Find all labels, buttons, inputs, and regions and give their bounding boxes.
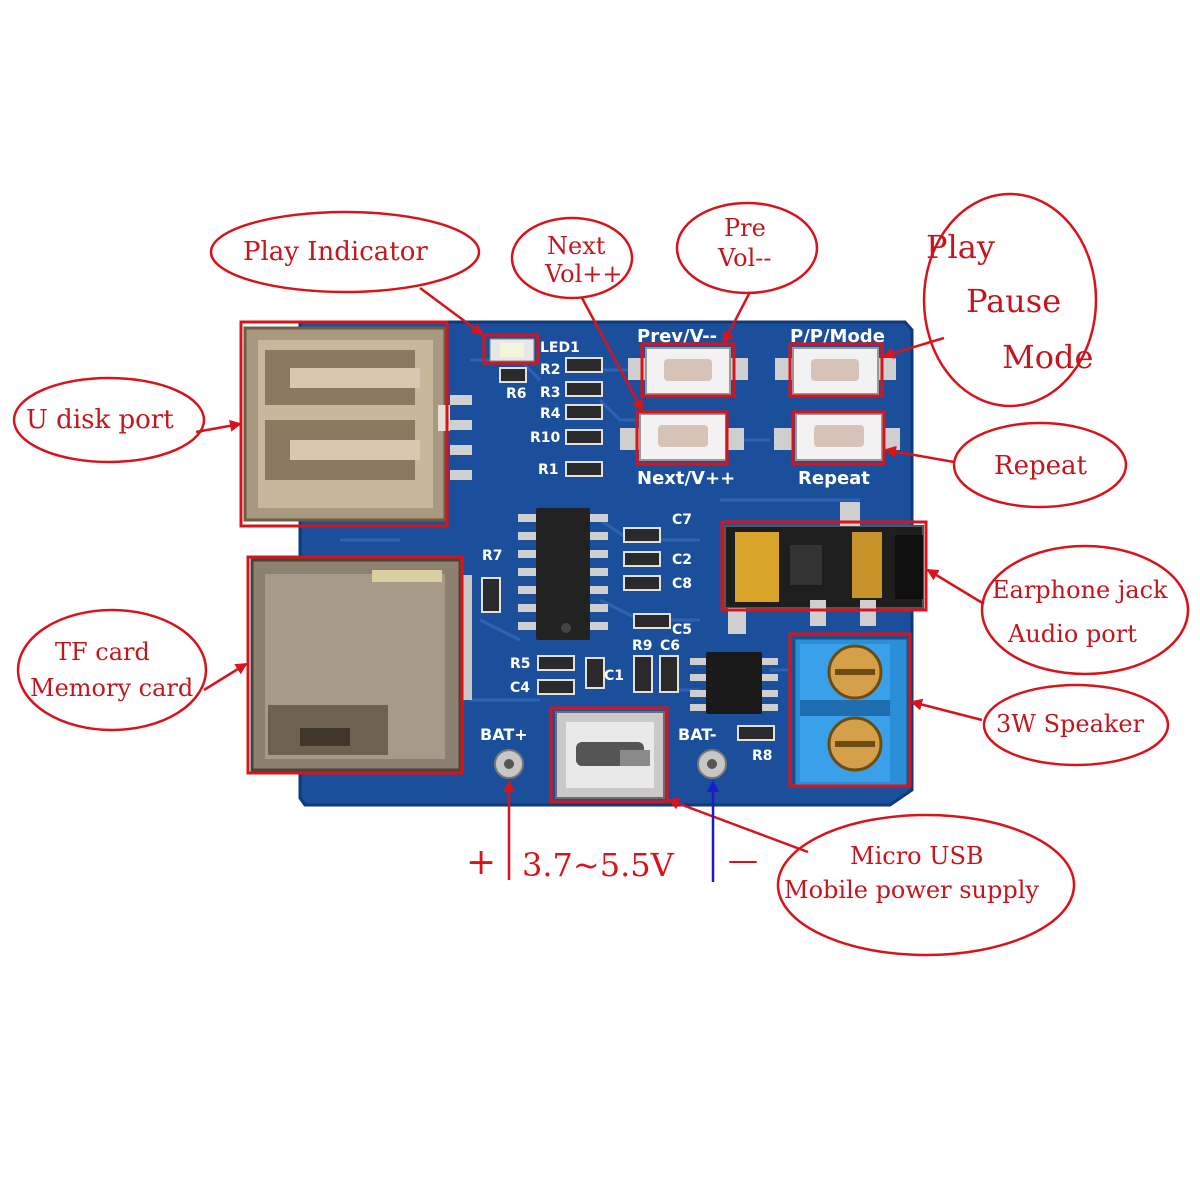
usb-a-connector — [243, 326, 472, 522]
callout-tf-1: TF card — [55, 638, 150, 666]
silkscreen-labels: LED1 R2 R3 R4 R10 R1 R6 Prev/V-- P/P/Mod… — [480, 326, 885, 764]
callout-u-disk: U disk port — [26, 405, 174, 435]
speaker-terminal-block — [792, 636, 910, 788]
silk-next: Next/V++ — [637, 468, 735, 489]
battery-pads — [494, 749, 727, 779]
callout-earphone-2: Audio port — [1007, 620, 1137, 648]
silk-c5: C5 — [672, 622, 692, 638]
silk-r7: R7 — [482, 548, 503, 564]
silk-c4: C4 — [510, 680, 530, 696]
callout-tf-2: Memory card — [30, 674, 193, 702]
callout-usb-2: Mobile power supply — [784, 876, 1039, 904]
callout-next-2: Vol++ — [544, 260, 622, 288]
callout-play-1: Play — [926, 228, 995, 266]
silk-r10: R10 — [530, 430, 561, 446]
callout-earphone-1: Earphone jack — [992, 576, 1168, 604]
callout-play-indicator: Play Indicator — [243, 237, 428, 267]
silk-c8: C8 — [672, 576, 692, 592]
resistor-array — [481, 357, 775, 741]
silk-r5: R5 — [510, 656, 531, 672]
power-plus-sign: + — [466, 842, 496, 883]
button-prev — [628, 347, 748, 395]
silk-c6: C6 — [660, 638, 680, 654]
silk-r2: R2 — [540, 362, 561, 378]
main-ic-chip — [518, 508, 608, 640]
power-voltage-range: 3.7~5.5V — [522, 846, 675, 884]
callout-play-2: Pause — [966, 282, 1061, 320]
callout-repeat: Repeat — [994, 451, 1087, 481]
callout-play-3: Mode — [1002, 338, 1093, 376]
silk-r9: R9 — [632, 638, 653, 654]
silk-r3: R3 — [540, 385, 561, 401]
callout-speaker: 3W Speaker — [996, 710, 1145, 738]
callout-next-1: Next — [547, 232, 606, 260]
led1 — [489, 338, 535, 362]
callout-ellipses — [12, 192, 1190, 957]
callout-arrows — [195, 286, 985, 880]
silk-prev: Prev/V-- — [637, 326, 717, 347]
silk-repeat: Repeat — [798, 468, 870, 489]
silk-bat-minus: BAT- — [678, 725, 717, 744]
power-minus-sign: — — [728, 843, 758, 878]
callout-pre-2: Vol-- — [717, 244, 771, 272]
silk-pp-mode: P/P/Mode — [790, 326, 885, 347]
amplifier-chip — [690, 652, 778, 714]
micro-usb-connector — [555, 711, 665, 799]
silk-c1: C1 — [604, 668, 624, 684]
silk-c7: C7 — [672, 512, 692, 528]
silk-r1: R1 — [538, 462, 559, 478]
silk-bat-plus: BAT+ — [480, 725, 528, 744]
silk-led1: LED1 — [540, 340, 580, 356]
earphone-jack — [724, 502, 924, 634]
callout-pre-1: Pre — [724, 214, 766, 242]
button-next — [620, 413, 744, 461]
silk-r4: R4 — [540, 406, 561, 422]
silk-r6: R6 — [506, 386, 527, 402]
callout-usb-1: Micro USB — [850, 842, 984, 870]
silk-r8: R8 — [752, 748, 773, 764]
button-repeat — [774, 413, 900, 461]
button-pp-mode — [775, 347, 896, 395]
silk-c2: C2 — [672, 552, 692, 568]
tf-card-slot — [250, 558, 472, 772]
